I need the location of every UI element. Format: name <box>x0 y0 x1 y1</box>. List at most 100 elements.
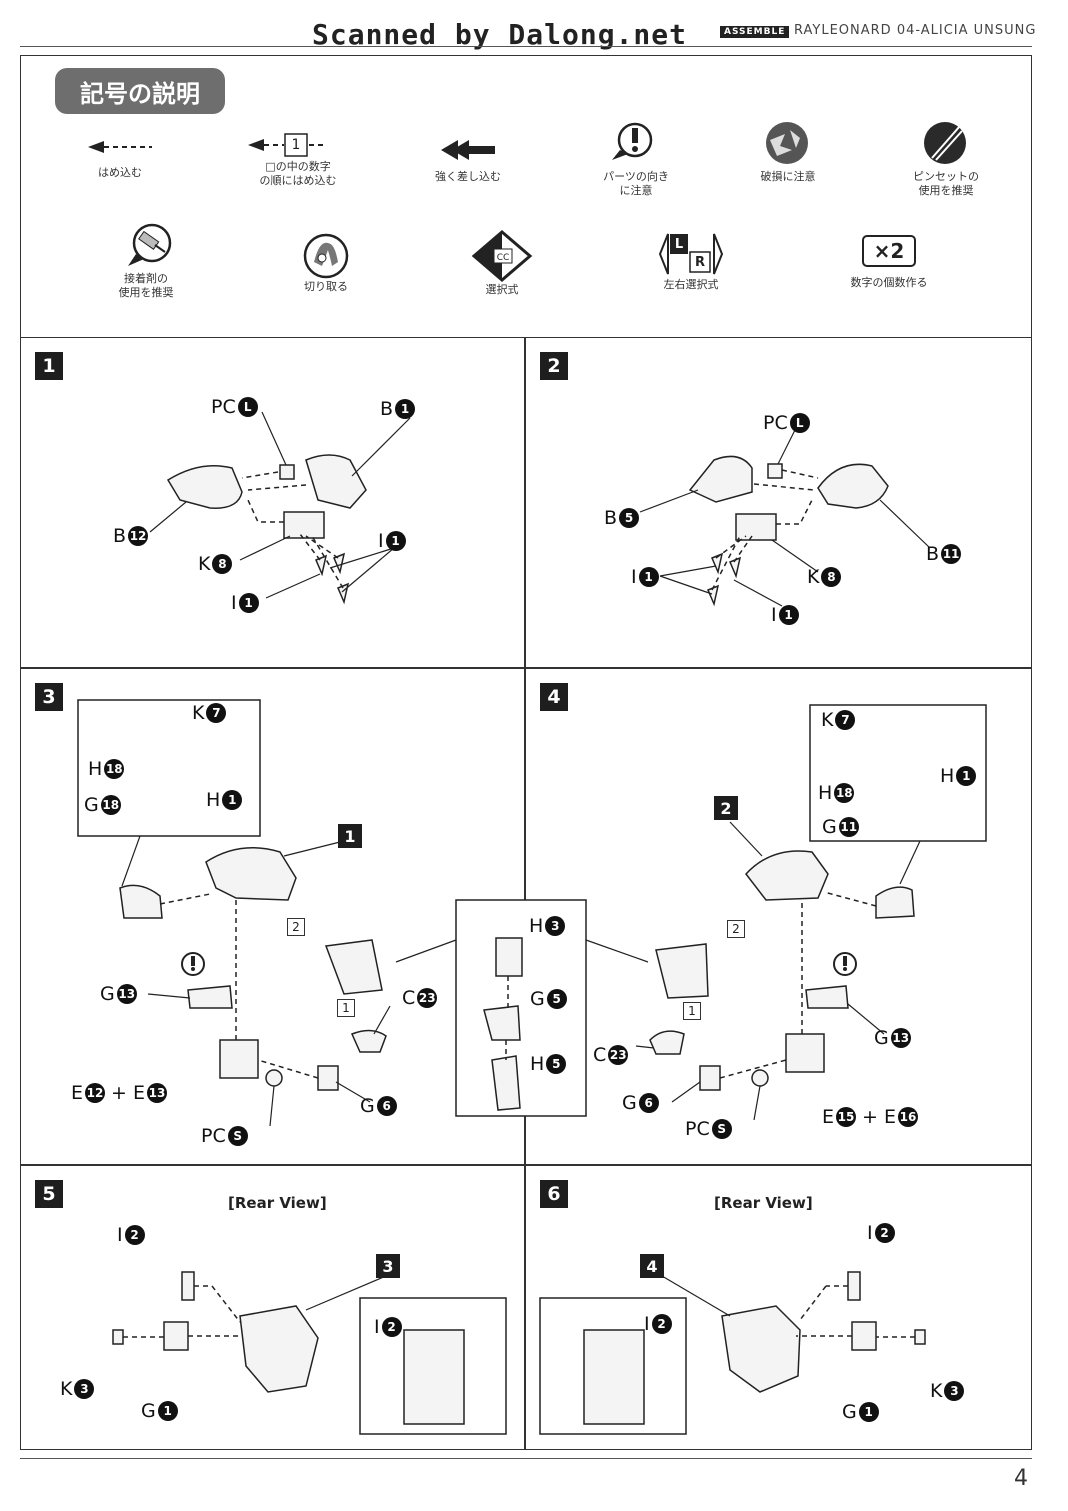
step-number-1: 1 <box>35 352 63 380</box>
part-g1-shape <box>163 1321 189 1351</box>
cutter-icon <box>303 233 349 279</box>
part-i1-shape <box>315 554 328 577</box>
part-side-shape <box>119 884 163 919</box>
order-marker-2: 2 <box>287 918 305 936</box>
legend-label-multiply: 数字の個数作る <box>850 276 928 289</box>
step-number-3: 3 <box>35 683 63 711</box>
order-marker-1: 1 <box>337 999 355 1017</box>
legend-label-tweezers: ピンセットの 使用を推奨 <box>913 170 979 197</box>
order-marker-1b: 1 <box>683 1002 701 1020</box>
shared-callout-box <box>455 899 587 1117</box>
caution-markers <box>181 952 857 976</box>
part-k3-shape <box>112 1329 124 1345</box>
ref-step-3: 3 <box>376 1254 400 1278</box>
legend-label-press: 強く差し込む <box>435 170 501 183</box>
part-body-3-shape <box>239 1305 319 1393</box>
legend-label-choice: 選択式 <box>485 283 519 296</box>
model-title: RAYLEONARD 04-ALICIA UNSUNG <box>794 23 1037 38</box>
page-number: 4 <box>1014 1466 1028 1491</box>
grid-hline-2 <box>20 1164 1032 1166</box>
part-g5-shape <box>483 1005 521 1041</box>
legend-label-cut: 切り取る <box>304 280 348 293</box>
header-rule <box>20 46 1032 47</box>
choice-icon: CC <box>471 230 533 282</box>
right-letter: R <box>694 254 705 270</box>
grid-hline-1 <box>20 667 1032 669</box>
legend-label-fit: はめ込む <box>98 166 142 179</box>
part-g6-shape <box>317 1065 339 1091</box>
multiply-icon <box>862 235 916 267</box>
part-pcl2-shape <box>767 463 783 479</box>
step-number-2: 2 <box>540 352 568 380</box>
exclamation-icon <box>612 122 653 160</box>
part-side2-shape <box>875 886 915 919</box>
part-body-2-shape <box>745 850 829 901</box>
part-bracket2-shape <box>655 943 709 999</box>
part-k8b-shape <box>735 513 777 541</box>
part-k8-shape <box>283 511 325 539</box>
left-letter: L <box>674 236 684 252</box>
part-pcs2-shape <box>751 1069 769 1087</box>
part-bracket-shape <box>324 939 383 995</box>
left-right-icon <box>658 233 724 275</box>
part-c23b-shape <box>649 1030 685 1055</box>
svg-text:CC: CC <box>497 253 510 263</box>
legend-title: 記号の説明 <box>55 68 225 114</box>
assemble-tag: ASSEMBLE <box>720 26 790 38</box>
part-g13b-shape <box>805 985 849 1009</box>
ref-step-2: 2 <box>714 796 738 820</box>
part-g13-shape <box>187 985 233 1009</box>
legend-label-breakage: 破損に注意 <box>760 170 816 183</box>
breakage-icon <box>766 122 808 164</box>
part-rear-body-shape <box>403 1329 465 1425</box>
part-b5-shape <box>688 455 753 503</box>
rear-view-title-6: [Rear View] <box>714 1194 813 1212</box>
part-g1b-shape <box>851 1321 877 1351</box>
part-b1-shape <box>305 454 367 509</box>
step-number-5: 5 <box>35 1180 63 1208</box>
order-marker-2b: 2 <box>727 920 745 938</box>
legend-label-order: □の中の数字 の順にはめ込む <box>259 160 337 187</box>
part-pcl-shape <box>279 464 295 480</box>
legend-label-orientation: パーツの向き に注意 <box>603 170 669 197</box>
steps-grid <box>20 337 1032 1450</box>
tweezers-icon <box>924 122 966 164</box>
scanner-watermark: Scanned by Dalong.net <box>312 18 688 51</box>
part-k3b-shape <box>914 1329 926 1345</box>
ref-step-1: 1 <box>338 824 362 848</box>
